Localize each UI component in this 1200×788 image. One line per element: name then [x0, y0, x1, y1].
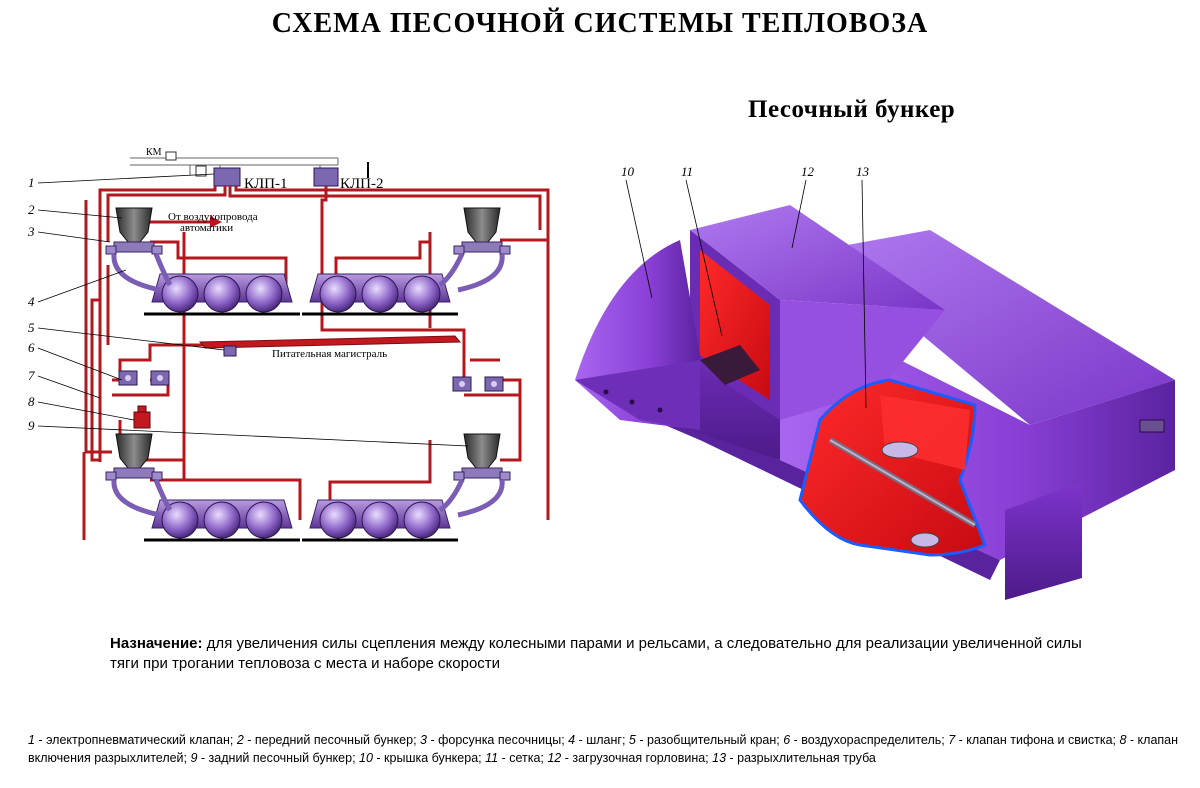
legend-item: 10 - крышка бункера; — [359, 751, 486, 765]
svg-text:1: 1 — [28, 175, 35, 190]
svg-text:11: 11 — [681, 164, 693, 179]
loosener-valve — [133, 405, 151, 429]
bunker-callout-leaders — [625, 179, 867, 409]
svg-text:4: 4 — [28, 294, 35, 309]
rear-sand-hopper-right — [453, 433, 511, 481]
svg-text:8: 8 — [28, 394, 35, 409]
air-distributor-left-b — [150, 370, 170, 386]
purpose-paragraph: Назначение: для увеличения силы сцеплени… — [110, 634, 1090, 674]
svg-text:12: 12 — [801, 164, 815, 179]
svg-text:10: 10 — [621, 164, 635, 179]
legend-item: 12 - загрузочная горловина; — [547, 751, 713, 765]
svg-text:3: 3 — [27, 224, 35, 239]
feed-main — [198, 335, 462, 349]
svg-text:5: 5 — [28, 320, 35, 335]
sand-bunker-illustration: 10 11 12 13 — [575, 164, 1175, 600]
bunker-subtitle: Песочный бункер — [748, 96, 956, 123]
isolating-cock — [223, 345, 237, 357]
bunker-callout-numbers: 10 11 12 13 — [621, 164, 870, 179]
legend-item: 13 - разрыхлительная труба — [712, 751, 876, 765]
loading-throat — [690, 205, 945, 420]
legend-item: 5 - разобщительный кран; — [628, 733, 784, 747]
page-title: СХЕМА ПЕСОЧНОЙ СИСТЕМЫ ТЕПЛОВОЗА — [271, 8, 929, 39]
legend-item: 8 - клапан включения разрыхлителей; — [28, 733, 1179, 765]
purpose-text: для увеличения силы сцепления между коле… — [110, 635, 1082, 672]
front-sand-hopper-left — [105, 207, 163, 255]
svg-text:2: 2 — [28, 202, 35, 217]
klp1-label: КЛП-1 — [244, 176, 288, 192]
sanding-schematic: КМ КЛП-1 КЛП-2 — [27, 147, 550, 542]
legend-item: 3 - форсунка песочницы; — [420, 733, 569, 747]
air-distributor-right — [452, 376, 472, 392]
air-distributor-right-b — [484, 376, 504, 392]
front-sand-hopper-right — [453, 207, 511, 255]
km-contact — [165, 151, 177, 161]
km-label: КМ — [146, 147, 162, 158]
svg-text:7: 7 — [28, 368, 35, 383]
air-distributor-left — [118, 370, 138, 386]
legend-item: 2 - передний песочный бункер; — [236, 733, 421, 747]
legend-item: 1 - электропневматический клапан; — [28, 733, 237, 747]
bunker-lid — [575, 240, 700, 430]
svg-text:9: 9 — [28, 418, 35, 433]
air-source-label-line1: От воздухопровода — [168, 211, 258, 223]
svg-text:6: 6 — [28, 340, 35, 355]
air-source-label-line2: автоматики — [180, 222, 233, 234]
rear-sand-hopper-left — [105, 433, 163, 481]
legend-item: 6 - воздухораспределитель; — [783, 733, 949, 747]
legend-item: 11 - сетка; — [485, 751, 548, 765]
legend-item: 7 - клапан тифона и свистка; — [948, 733, 1120, 747]
legend-item: 9 - задний песочный бункер; — [190, 751, 360, 765]
callout-leaders — [37, 173, 469, 447]
callout-numbers: 1 2 3 4 5 6 7 8 9 — [27, 175, 35, 433]
klp2-label: КЛП-2 — [340, 176, 384, 192]
sand-hoses — [111, 252, 505, 518]
ep-valve-klp1 — [195, 165, 241, 187]
side-panel — [1005, 482, 1082, 600]
svg-text:13: 13 — [856, 164, 870, 179]
ep-valve-klp2 — [313, 167, 339, 187]
legend-item: 4 - шланг; — [568, 733, 629, 747]
bogie-rear-right — [300, 498, 460, 542]
parts-legend: 1 - электропневматический клапан; 2 - пе… — [28, 731, 1178, 767]
side-fitting — [1139, 419, 1165, 433]
purpose-label: Назначение: — [110, 635, 203, 652]
air-pipes — [82, 186, 550, 540]
feed-main-label: Питательная магистраль — [272, 348, 387, 360]
bunker-cutaway — [798, 378, 987, 557]
bogie-front-right — [300, 272, 460, 316]
